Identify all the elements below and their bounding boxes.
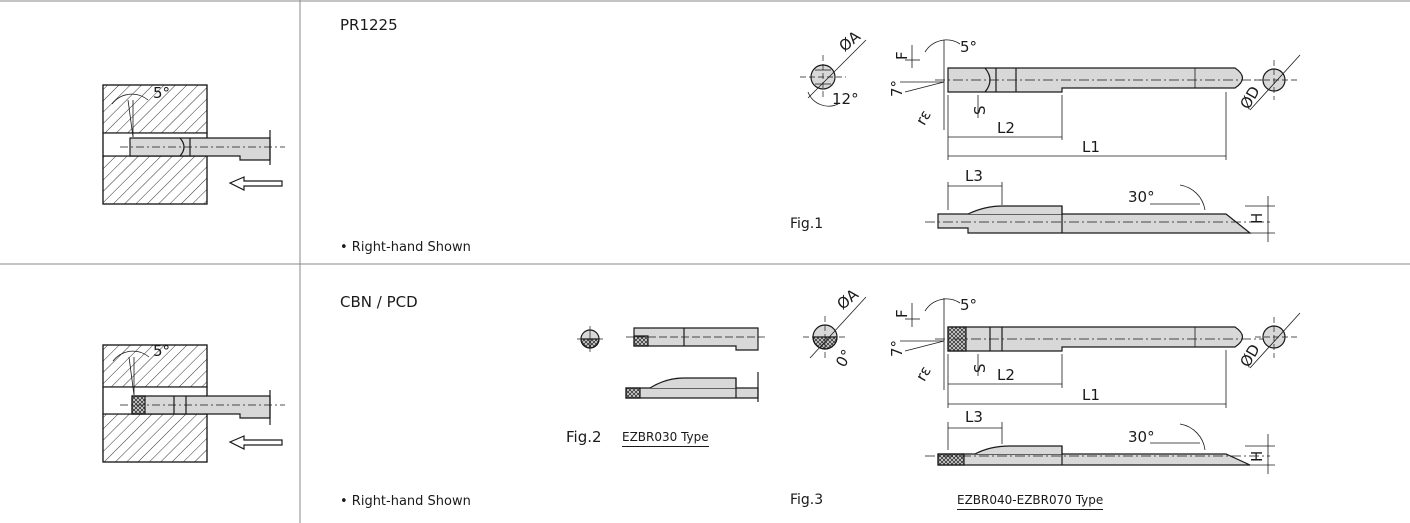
dim-label: F [893,309,911,318]
fig2-diagram [577,326,765,402]
fig1-label: Fig.1 [790,216,824,232]
dim-label: ØA [833,285,862,313]
dim-label: H [1248,451,1266,462]
dim-label: 30° [1128,428,1155,446]
dim-label: S [971,363,989,373]
right-hand-note-1: • Right-hand Shown [340,240,471,255]
dim-label: L1 [1082,386,1100,404]
dim-label: 5° [960,296,977,314]
dim-label: ØA [835,27,864,55]
fig3-type-label: EZBR040-EZBR070 Type [957,493,1104,510]
right-hand-note-2: • Right-hand Shown [340,494,471,509]
grade-label-1: PR1225 [340,16,398,34]
grade-label-2: CBN / PCD [340,293,418,311]
fig1-diagram [800,39,1301,242]
fig2-label: Fig.2 [566,428,602,446]
dim-label: rε [912,107,935,128]
dim-label: 5° [153,84,170,102]
dim-label: L2 [997,366,1015,384]
fig2-type-label: EZBR030 Type [622,430,709,447]
dim-label: L1 [1082,138,1100,156]
dim-label: 12° [832,90,859,108]
dim-label: H [1248,213,1266,224]
fig3-label: Fig.3 [790,492,824,508]
workpiece-diagram-1 [102,84,285,205]
dim-label: 7° [888,340,906,357]
dim-label: 0° [832,346,856,370]
dim-label: rε [912,363,935,384]
dim-label: 7° [888,80,906,97]
fig3-diagram [803,296,1301,474]
dim-label: L3 [965,408,983,426]
dim-label: 30° [1128,188,1155,206]
dim-label: F [893,51,911,60]
dim-label: L3 [965,167,983,185]
dim-label: S [971,105,989,115]
dim-label: ØD [1236,83,1263,112]
dim-label: 5° [153,342,170,360]
dim-label: L2 [997,119,1015,137]
dim-label: ØD [1236,341,1263,370]
workpiece-diagram-2 [102,344,285,463]
dim-label: 5° [960,38,977,56]
